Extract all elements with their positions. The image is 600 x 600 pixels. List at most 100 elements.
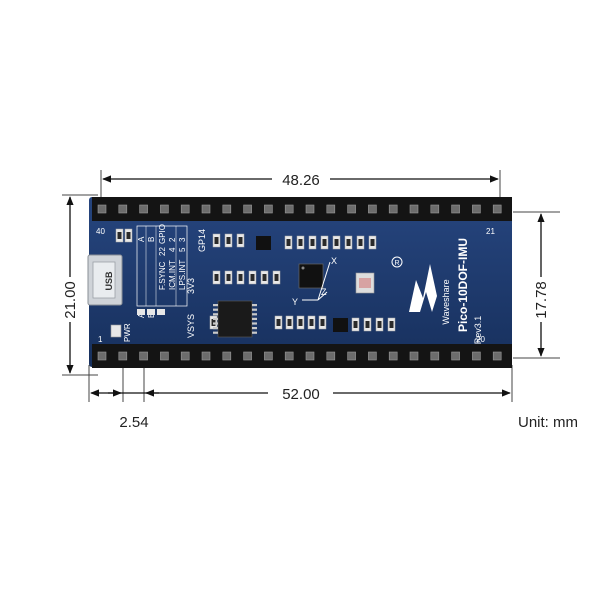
silk-num-a-2: 4 — [168, 247, 177, 252]
silk-b-header: B — [147, 313, 156, 318]
header-pin — [284, 204, 294, 214]
header-pin — [118, 204, 128, 214]
header-pin — [388, 204, 398, 214]
dim-left-label: 21.00 — [62, 281, 79, 319]
pin-40-label: 40 — [96, 227, 105, 236]
header-pin — [368, 351, 377, 361]
header-pin — [409, 351, 419, 361]
passive-body — [320, 319, 325, 326]
passive-body — [353, 321, 358, 328]
axis-z-label: Z — [321, 287, 327, 297]
header-pin — [243, 351, 252, 361]
silk-num-a-3: 5 — [178, 247, 187, 252]
header-pin — [243, 204, 252, 214]
main-ic-pins — [213, 304, 257, 334]
ic-pin — [252, 327, 257, 330]
header-pin — [180, 204, 190, 214]
waveshare-logo-icon: R — [391, 256, 437, 312]
ic-pin — [213, 304, 218, 307]
passive-body — [117, 232, 122, 239]
header-pin — [284, 351, 294, 361]
barometer-sensor — [355, 272, 375, 294]
dim-right-label: 17.78 — [533, 281, 550, 319]
silk-3v3: 3V3 — [186, 278, 196, 294]
passive-body — [250, 274, 255, 281]
silk-gpio-label: GPIO — [158, 224, 167, 244]
silk-num-b-3: 3 — [178, 237, 187, 242]
revision-label: Rev3.1 — [473, 316, 483, 345]
axis-x-label: X — [331, 256, 337, 266]
passive-body — [126, 232, 131, 239]
silk-row-icmint: ICM.INT — [168, 260, 177, 290]
header-pin — [222, 351, 232, 361]
dim-top-label: 48.26 — [282, 172, 320, 189]
passive-body — [238, 274, 243, 281]
passive-components — [115, 228, 396, 332]
silk-a-label: A — [137, 236, 146, 242]
header-pin — [264, 204, 273, 214]
header-pin — [160, 204, 169, 214]
header-pin — [347, 351, 356, 361]
header-pin — [139, 204, 148, 214]
header-pin — [451, 204, 460, 214]
passive-body — [389, 321, 394, 328]
passive-body — [310, 239, 315, 246]
header-pin — [472, 204, 481, 214]
passive-body — [214, 237, 219, 244]
ic-pin — [252, 317, 257, 320]
passive-body — [286, 239, 291, 246]
axis-indicator — [302, 261, 331, 301]
silk-num-b-2: 2 — [168, 237, 177, 242]
passive-body — [298, 239, 303, 246]
ic-pin — [252, 313, 257, 316]
passive-body — [226, 274, 231, 281]
ic-pin — [213, 313, 218, 316]
header-pin — [326, 351, 336, 361]
pin-20-label: 20 — [476, 335, 485, 344]
header-pin — [472, 351, 481, 361]
ic-pin — [252, 322, 257, 325]
svg-text:R: R — [394, 260, 399, 267]
brand-label: Waveshare — [441, 279, 451, 324]
pin-21-label: 21 — [486, 227, 495, 236]
ic-pin — [213, 322, 218, 325]
header-pin — [326, 204, 336, 214]
passive-body — [309, 319, 314, 326]
unit-label: Unit: mm — [518, 414, 578, 431]
passive-body — [276, 319, 281, 326]
passive-body — [262, 274, 267, 281]
header-pin — [347, 204, 356, 214]
passive-body — [365, 321, 370, 328]
regulator-top — [256, 236, 271, 250]
passive-body — [214, 274, 219, 281]
regulator-bottom — [333, 318, 348, 332]
product-name: Pico-10DOF-IMU — [456, 238, 470, 332]
header-pin — [305, 204, 315, 214]
ic-pin — [213, 327, 218, 330]
header-pin — [180, 351, 190, 361]
pcb-board: USB 40 1 21 20 PWR A B GPIO F.SYNC ICM.I… — [87, 197, 512, 368]
passive-body — [370, 239, 375, 246]
silk-b-label: B — [147, 237, 156, 242]
ic-pin — [252, 331, 257, 334]
header-pin — [492, 204, 502, 214]
passive-body — [287, 319, 292, 326]
header-pin — [409, 204, 419, 214]
pwr-label: PWR — [123, 323, 132, 342]
header-bottom — [92, 344, 512, 368]
header-pin — [97, 351, 107, 361]
header-pin — [430, 351, 440, 361]
silk-row-lpsint: LPS.INT — [178, 260, 187, 290]
header-pin — [160, 351, 169, 361]
silk-row-fsync: F.SYNC — [158, 261, 167, 290]
header-pin — [368, 204, 377, 214]
pwr-led — [110, 324, 122, 338]
dimension-lines — [66, 175, 545, 397]
header-pin — [139, 351, 148, 361]
silk-config-table: A B GPIO F.SYNC ICM.INT LPS.INT 22 16 4 … — [136, 224, 188, 318]
passive-body — [346, 239, 351, 246]
header-pins-top — [97, 204, 502, 214]
ic-pin — [213, 317, 218, 320]
dim-bottom-label: 52.00 — [282, 386, 320, 403]
